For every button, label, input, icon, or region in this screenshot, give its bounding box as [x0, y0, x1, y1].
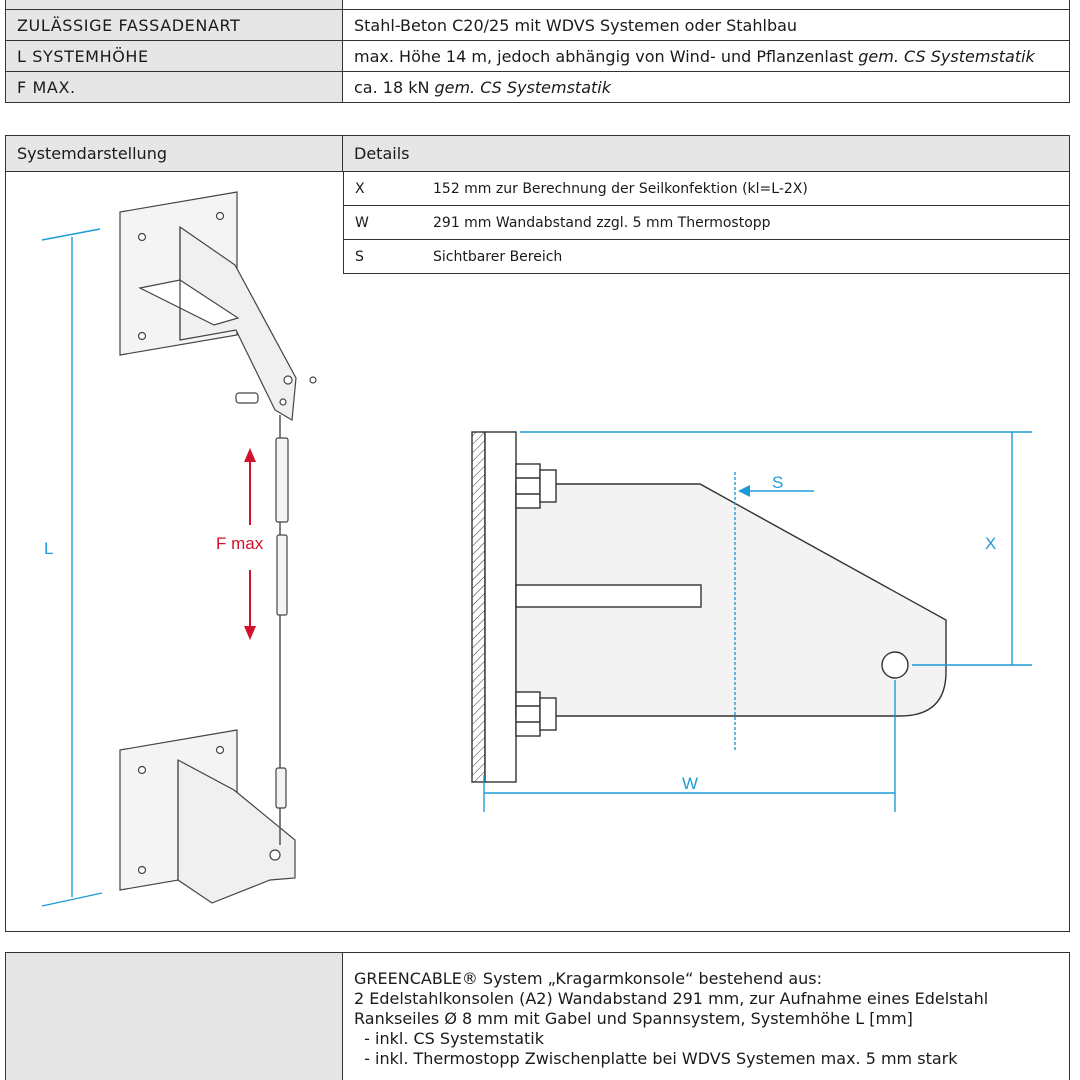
order-frame: GREENCABLE® System „Kragarmkonsole“ best…	[5, 952, 1070, 1080]
spec-row	[6, 0, 1069, 9]
details-row-x: X 152 mm zur Berechnung der Seilkonfekti…	[344, 172, 1070, 206]
system-header: Systemdarstellung Details	[6, 136, 1069, 172]
system-header-left: Systemdarstellung	[6, 136, 343, 171]
order-left-cell	[6, 953, 343, 1080]
spec-value	[343, 0, 1069, 9]
order-text: GREENCABLE® System „Kragarmkonsole“ best…	[343, 953, 1069, 1080]
system-frame: Systemdarstellung Details X 152 mm zur B…	[5, 135, 1070, 932]
order-line: - inkl. CS Systemstatik	[354, 1029, 544, 1048]
spec-note: gem. CS Systemstatik	[434, 77, 611, 97]
details-row-s: S Sichtbarer Bereich	[344, 240, 1070, 274]
spec-value: Stahl-Beton C20/25 mit WDVS Systemen ode…	[354, 15, 798, 35]
spec-table: ZULÄSSIGE FASSADENART Stahl-Beton C20/25…	[5, 0, 1070, 103]
details-symbol: X	[355, 180, 365, 197]
spec-key	[6, 0, 343, 9]
order-line: GREENCABLE® System „Kragarmkonsole“ best…	[354, 969, 822, 988]
spec-key: F MAX.	[6, 72, 343, 102]
spec-row-systemhoehe: L SYSTEMHÖHE max. Höhe 14 m, jedoch abhä…	[6, 40, 1069, 71]
details-text: 291 mm Wandabstand zzgl. 5 mm Thermostop…	[433, 214, 771, 231]
order-line: - inkl. Thermostopp Zwischenplatte bei W…	[354, 1049, 958, 1068]
order-line: Rankseiles Ø 8 mm mit Gabel und Spannsys…	[354, 1009, 913, 1028]
details-symbol: S	[355, 248, 364, 265]
details-text: 152 mm zur Berechnung der Seilkonfektion…	[433, 180, 808, 197]
order-line: 2 Edelstahlkonsolen (A2) Wandabstand 291…	[354, 989, 989, 1008]
system-header-right: Details	[354, 144, 410, 163]
spec-row-fassadenart: ZULÄSSIGE FASSADENART Stahl-Beton C20/25…	[6, 9, 1069, 40]
details-table: X 152 mm zur Berechnung der Seilkonfekti…	[343, 172, 1070, 274]
spec-value: max. Höhe 14 m, jedoch abhängig von Wind…	[354, 46, 1035, 66]
spec-key: L SYSTEMHÖHE	[6, 41, 343, 71]
spec-note: gem. CS Systemstatik	[858, 46, 1035, 66]
spec-key: ZULÄSSIGE FASSADENART	[6, 10, 343, 40]
details-text: Sichtbarer Bereich	[433, 248, 563, 265]
details-symbol: W	[355, 214, 369, 231]
details-row-w: W 291 mm Wandabstand zzgl. 5 mm Thermost…	[344, 206, 1070, 240]
